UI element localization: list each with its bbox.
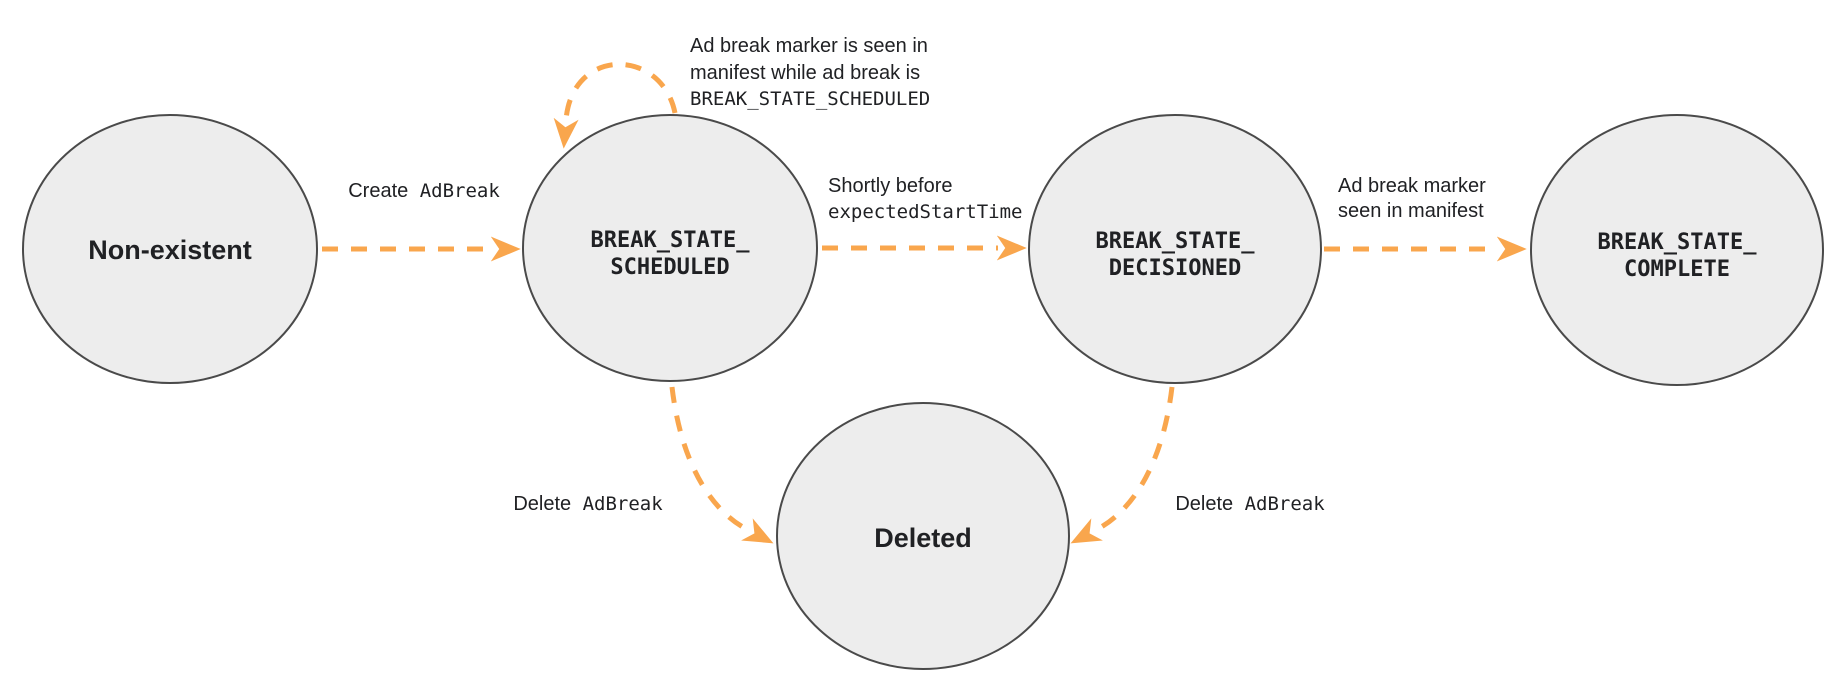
edge-label-delete-left-code: AdBreak [583,493,664,515]
edge-label-self-loop-line2: manifest while ad break is [690,62,920,84]
edge-label-delete-right-plain: Delete [1175,493,1233,515]
edge-label-create-code: AdBreak [420,180,501,202]
state-label-non-existent: Non-existent [88,235,252,265]
state-break-state-scheduled [522,114,818,382]
state-break-state-decisioned [1028,114,1322,384]
edge-label-create-adbreak: Create AdBreak [348,180,500,202]
state-deleted [776,402,1070,670]
state-label-complete-line1: BREAK_STATE_ [1598,230,1758,255]
state-label-deleted: Deleted [874,523,972,553]
edge-self-loop-scheduled [553,61,678,149]
edge-label-delete-adbreak-right: Delete AdBreak [1175,493,1325,515]
state-label-decisioned-line2: DECISIONED [1109,256,1241,281]
state-label-scheduled-line1: BREAK_STATE_ [591,228,751,253]
edge-label-create-plain: Create [348,180,408,202]
state-non-existent [22,114,318,384]
edge-decisioned-to-deleted [1070,386,1175,544]
edge-label-expected-start-time: expectedStartTime [828,201,1022,223]
state-label-complete-line2: COMPLETE [1624,257,1730,282]
edge-label-delete-left-plain: Delete [513,493,571,515]
edge-label-delete-right-code: AdBreak [1245,493,1326,515]
state-label-scheduled-line2: SCHEDULED [610,255,729,280]
state-break-state-complete [1530,114,1824,386]
edge-label-shortly-before: Shortly before [828,175,953,197]
edge-label-self-loop-line3: BREAK_STATE_SCHEDULED [690,88,930,110]
edge-label-self-loop-line1: Ad break marker is seen in [690,35,928,57]
edge-label-marker-seen-line1: Ad break marker [1338,175,1486,197]
edge-label-marker-seen-line2: seen in manifest [1338,200,1484,222]
edge-label-delete-adbreak-left: Delete AdBreak [513,493,663,515]
edge-scheduled-to-deleted [669,386,774,544]
state-label-decisioned-line1: BREAK_STATE_ [1096,229,1256,254]
